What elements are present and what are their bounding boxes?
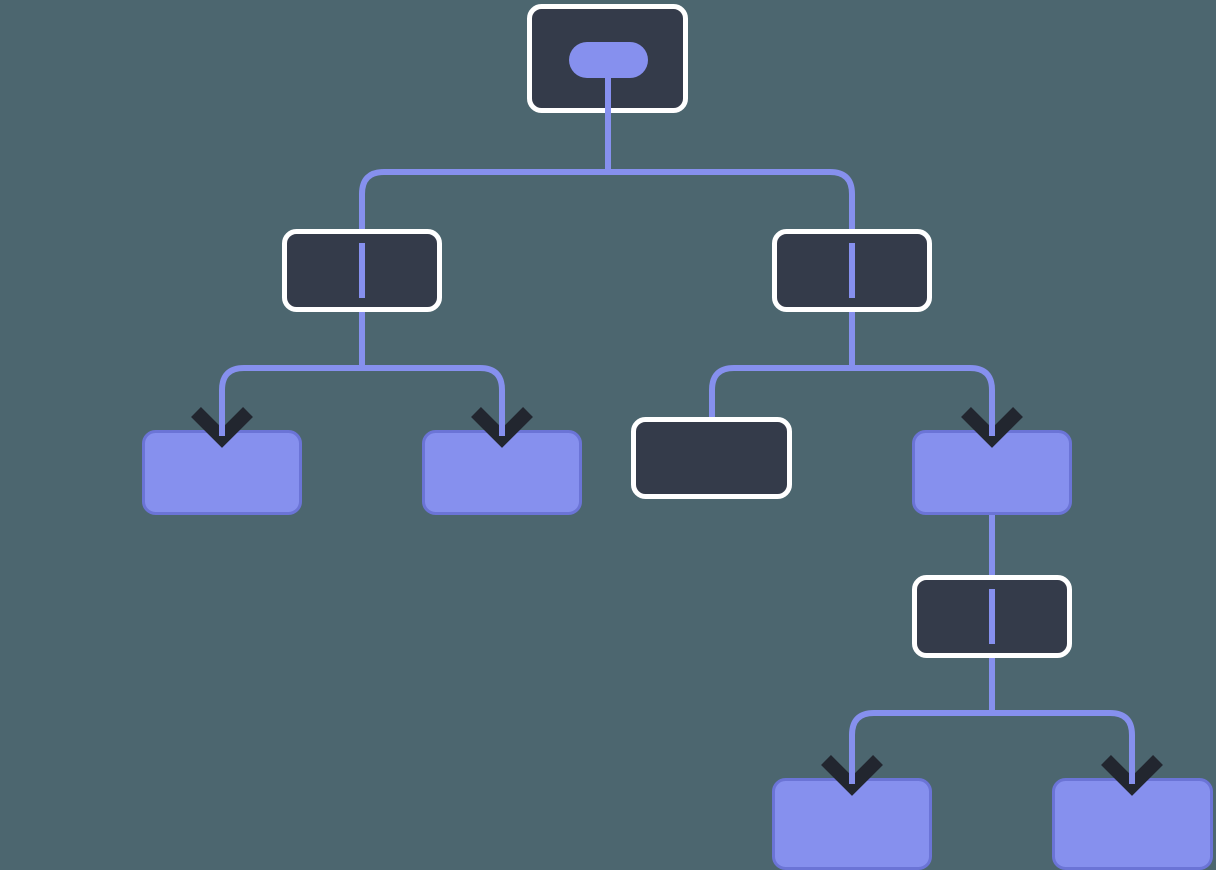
arrowhead-icon: [191, 407, 253, 448]
edge-root-to-branch-right: [608, 169, 855, 229]
arrowhead-layer: [191, 398, 1163, 796]
edge-branch-left-to-leaf-2: [362, 365, 505, 432]
edge-branch-lower-to-leaf-4: [992, 710, 1135, 780]
pill-glyph: [569, 42, 648, 78]
edge-branch-left-to-leaf-1: [219, 365, 362, 432]
node-glyph-layer: [569, 42, 648, 113]
arrowhead-icon: [821, 755, 883, 796]
edge-branch-lower-to-leaf-3: [849, 710, 992, 780]
edge-branch-right-to-terminal: [709, 365, 852, 417]
arrowhead-icon: [471, 407, 533, 448]
node-layer: [142, 4, 1213, 870]
edge-branch-right-to-intermediate: [852, 365, 995, 432]
arrowhead-icon: [961, 407, 1023, 448]
terminal-node-dark[interactable]: [631, 417, 792, 499]
arrowhead-icon: [1101, 755, 1163, 796]
passthrough-glyph-layer: [359, 243, 995, 644]
edge-root-to-branch-left: [359, 169, 608, 229]
